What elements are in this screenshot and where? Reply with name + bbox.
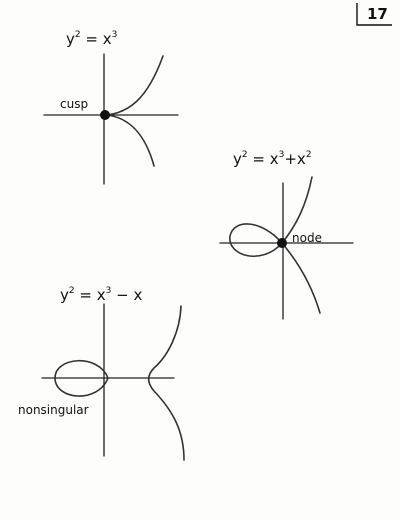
cusp-label: cusp: [60, 97, 88, 111]
node-upper-branch: [281, 176, 313, 244]
node-point: [277, 238, 287, 248]
nonsingular-branch: [147, 305, 185, 461]
node-lower-branch: [281, 242, 321, 314]
page-number-box: 17: [356, 3, 392, 26]
node-label: node: [292, 231, 322, 245]
nonsingular-panel: y2 = x3 − x nonsingular: [18, 286, 185, 461]
nonsingular-oval: [54, 359, 109, 397]
node-panel: y2 = x3+x2 node: [219, 150, 354, 320]
node-equation: y2 = x3+x2: [233, 150, 312, 168]
page-number-bracket: [356, 3, 392, 26]
cusp-upper-branch: [105, 55, 164, 116]
nonsingular-label: nonsingular: [18, 403, 89, 417]
cusp-lower-branch: [105, 114, 155, 167]
node-loop: [229, 223, 283, 258]
cusp-panel: y2 = x3 cusp: [43, 30, 179, 185]
cusp-equation: y2 = x3: [66, 30, 117, 48]
nonsingular-equation: y2 = x3 − x: [60, 286, 142, 304]
page-number: 17: [367, 5, 388, 23]
cusp-point: [100, 110, 110, 120]
